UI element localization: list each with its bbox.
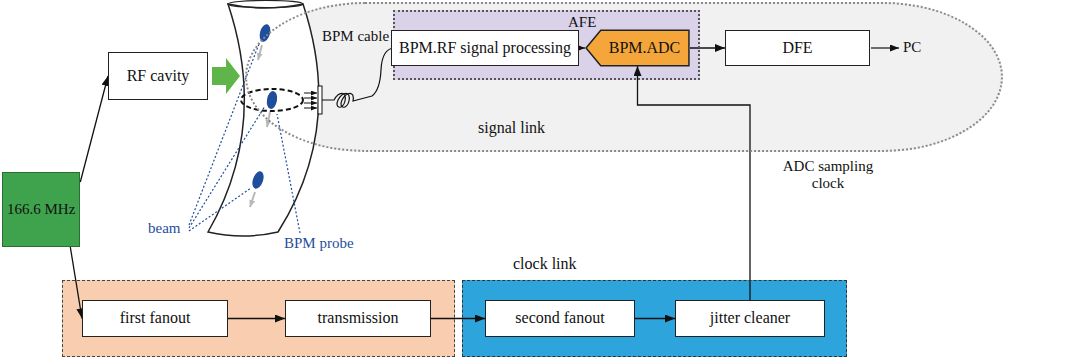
probe-signal: [304, 98, 317, 99]
beam-label: beam: [148, 220, 180, 237]
probe-label: BPM probe: [284, 235, 354, 252]
signal-connector: [638, 66, 751, 300]
region-heading: AFE: [568, 14, 596, 31]
process-box: transmission: [285, 300, 431, 337]
signal-connector: [80, 76, 108, 182]
probe-combiner: [318, 86, 322, 114]
bpm-probe: [241, 89, 303, 111]
node-text: DFE: [782, 39, 812, 57]
rf-power-arrow: [212, 58, 240, 94]
node-text: RF cavity: [127, 67, 190, 85]
rf-processing-box: BPM.RF signal processing: [391, 30, 579, 66]
pipe-rim: [228, 1, 303, 8]
beam-motion-arrow: [250, 192, 255, 207]
cable-label: BPM cable: [322, 28, 389, 45]
signal-connector: [228, 318, 285, 319]
node-text: second fanout: [515, 309, 604, 327]
signal-connector: [579, 47, 585, 48]
node-text: transmission: [318, 309, 399, 327]
process-box: jitter cleaner: [675, 300, 825, 337]
pc-label: PC: [903, 39, 921, 56]
node-text: first fanout: [120, 309, 191, 327]
beam-leader: [189, 188, 251, 231]
signal-connector: [70, 247, 82, 319]
region-heading: clock link: [513, 255, 577, 273]
signal-connector: [635, 318, 675, 319]
node-text: BPM.RF signal processing: [399, 39, 571, 57]
clock-label: ADC sampling clock: [770, 158, 886, 193]
afe-region: AFE BPM.RF signal processing BPM.ADC: [393, 10, 700, 80]
clock-link-region: clock linksecond fanoutjitter cleaner: [462, 280, 847, 357]
probe-signal: [304, 108, 317, 109]
adc-block: BPM.ADC: [585, 30, 690, 66]
beam-pipe: [208, 4, 319, 236]
process-box: second fanout: [485, 300, 635, 337]
beam-bunch: [266, 90, 279, 109]
process-box: first fanout: [82, 300, 228, 337]
probe-leader: [277, 114, 300, 233]
signal-connector: [431, 318, 485, 319]
node-text: BPM.ADC: [609, 39, 681, 57]
rf-cavity-box: RF cavity: [108, 52, 208, 100]
probe-signal: [304, 93, 317, 94]
probe-signal: [304, 103, 317, 104]
region-heading: signal link: [478, 119, 545, 137]
dfe-box: DFE: [725, 30, 870, 66]
beam-motion-arrow: [258, 45, 262, 60]
beam-bunch: [258, 23, 272, 43]
node-text: 166.6 MHz: [7, 201, 75, 218]
beam-motion-arrow: [267, 112, 270, 127]
signal-link-region: signal link AFE BPM.RF signal processing BP…: [245, 2, 1003, 152]
pc-arrow: [871, 47, 899, 48]
beam-bunch: [250, 170, 266, 190]
beam-leader: [189, 106, 265, 228]
signal-connector: [690, 47, 725, 48]
adc-outline: [586, 30, 689, 65]
clock-source-box: 166.6 MHz: [2, 172, 80, 247]
node-text: jitter cleaner: [710, 309, 790, 327]
